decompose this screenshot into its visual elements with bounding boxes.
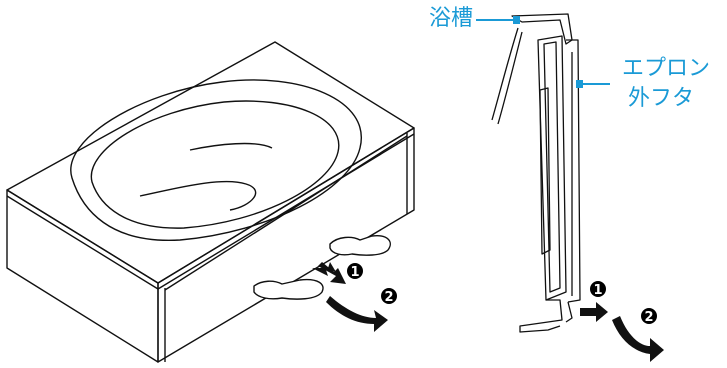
step-label: 2 — [384, 290, 393, 305]
step-marker-right-2: 2 — [641, 308, 657, 325]
apron-profile — [538, 36, 566, 300]
apron-label-line2: 外フタ — [628, 86, 694, 112]
step-marker-left-2: 2 — [381, 288, 397, 305]
tub-wall — [492, 28, 518, 120]
bathtub-leader-dot — [513, 16, 520, 24]
apron-leader-dot — [576, 80, 583, 88]
tub-left-side — [7, 190, 158, 362]
callout-leaders — [476, 16, 610, 88]
apron-label-line1: エプロン — [622, 56, 710, 82]
step-label: 2 — [644, 310, 653, 325]
step-marker-right-1: 1 — [590, 281, 606, 298]
step-label: 1 — [350, 265, 359, 280]
arrow-curve-icon — [612, 316, 664, 362]
arrow-curve-icon — [326, 296, 388, 332]
arrow-right-icon — [580, 302, 608, 322]
left-hand — [254, 280, 323, 299]
tub-basin — [71, 80, 362, 240]
cross-section-illustration — [492, 14, 580, 332]
bathtub-label: 浴槽 — [429, 6, 473, 32]
step-label: 1 — [593, 283, 602, 298]
right-hand — [330, 236, 390, 256]
step-marker-left-1: 1 — [347, 263, 363, 280]
